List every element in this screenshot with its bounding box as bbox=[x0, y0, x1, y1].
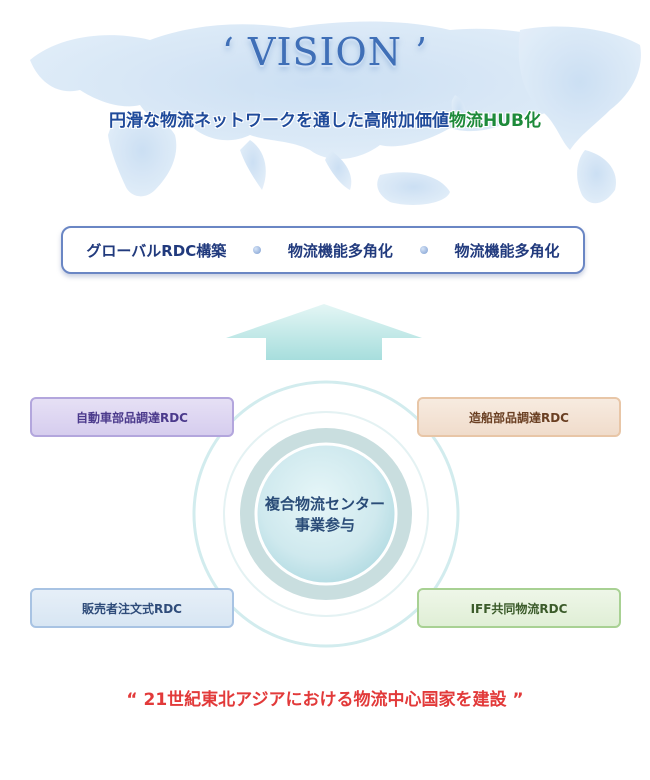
center-rings bbox=[192, 380, 460, 648]
center-logistics-hub: 複合物流センター 事業参与 bbox=[245, 494, 405, 536]
rdc-shipbuilding-parts: 造船部品調達RDC bbox=[417, 397, 621, 437]
rdc-auto-parts: 自動車部品調達RDC bbox=[30, 397, 234, 437]
center-line1: 複合物流センター bbox=[264, 495, 385, 513]
goals-box: グローバルRDC構築 物流機能多角化 物流機能多角化 bbox=[61, 226, 585, 274]
vision-subtitle: 円滑な物流ネットワークを通した高附加価値物流HUB化 bbox=[0, 106, 650, 131]
bullet-dot-icon bbox=[253, 246, 262, 254]
slogan: “ 21世紀東北アジアにおける物流中心国家を建設 ” bbox=[126, 690, 524, 710]
vision-title: ‘ VISION ’ bbox=[221, 30, 429, 74]
center-line2: 事業参与 bbox=[294, 516, 355, 534]
vision-subtitle-main: 円滑な物流ネットワークを通した高附加価値 bbox=[109, 111, 449, 131]
rdc-iff-joint: IFF共同物流RDC bbox=[417, 588, 621, 628]
goal-diversification-1: 物流機能多角化 bbox=[287, 241, 393, 260]
bullet-dot-icon bbox=[419, 246, 428, 254]
up-arrow-icon bbox=[226, 304, 422, 360]
goal-global-rdc: グローバルRDC構築 bbox=[86, 241, 227, 260]
world-map-background bbox=[30, 21, 641, 205]
goal-diversification-2: 物流機能多角化 bbox=[454, 241, 560, 260]
rdc-seller-order: 販売者注文式RDC bbox=[30, 588, 234, 628]
vision-subtitle-accent: 物流HUB化 bbox=[449, 111, 541, 131]
